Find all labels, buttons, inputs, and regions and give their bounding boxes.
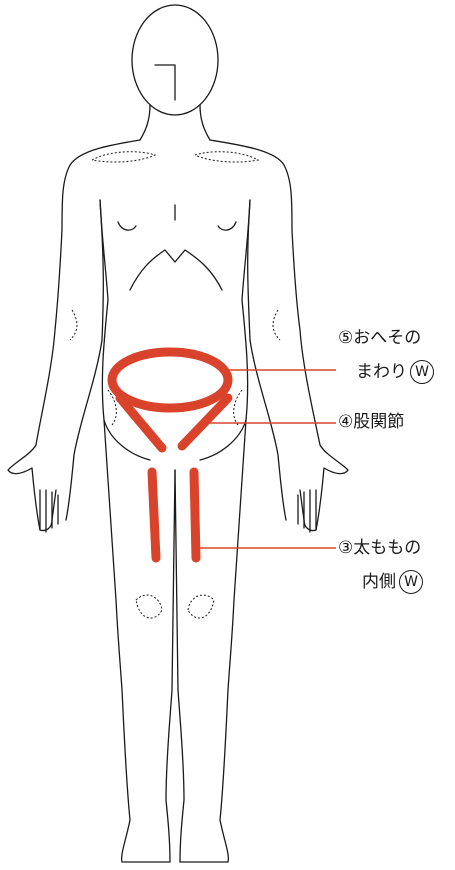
knee-joint-right <box>188 595 214 618</box>
shoulder-joint-right <box>195 152 258 162</box>
left-leg <box>104 420 175 862</box>
face-mark <box>155 65 175 100</box>
neck-right <box>200 105 210 140</box>
ribcage <box>130 250 222 290</box>
navel-label-text: まわり <box>356 362 407 382</box>
thigh-w-badge: W <box>399 570 423 594</box>
elbow-joint-left <box>70 310 77 340</box>
chest-right <box>218 222 236 230</box>
right-arm-outer <box>210 140 348 531</box>
hip-label: ④股関節 <box>338 414 404 431</box>
thigh-label-line1: ③太ももの <box>338 540 421 557</box>
hip-joint-right <box>234 390 242 425</box>
thigh-highlight-right <box>194 472 196 558</box>
right-leg <box>175 420 246 862</box>
navel-label-line1: ⑤おへその <box>338 330 421 347</box>
navel-highlight <box>112 352 228 408</box>
elbow-joint-right <box>273 310 280 340</box>
neck-left <box>140 105 150 140</box>
thigh-label-text: 内側 <box>362 572 396 592</box>
left-arm-inner <box>66 200 103 520</box>
left-arm-outer <box>8 140 140 531</box>
right-arm-inner <box>248 200 286 520</box>
chest-left <box>118 222 136 230</box>
highlights <box>112 352 228 558</box>
navel-w-badge: W <box>410 360 434 384</box>
shoulder-joint-left <box>92 152 155 162</box>
knee-joint-left <box>136 595 162 618</box>
thigh-highlight-left <box>152 472 156 558</box>
body-outline <box>8 5 348 862</box>
